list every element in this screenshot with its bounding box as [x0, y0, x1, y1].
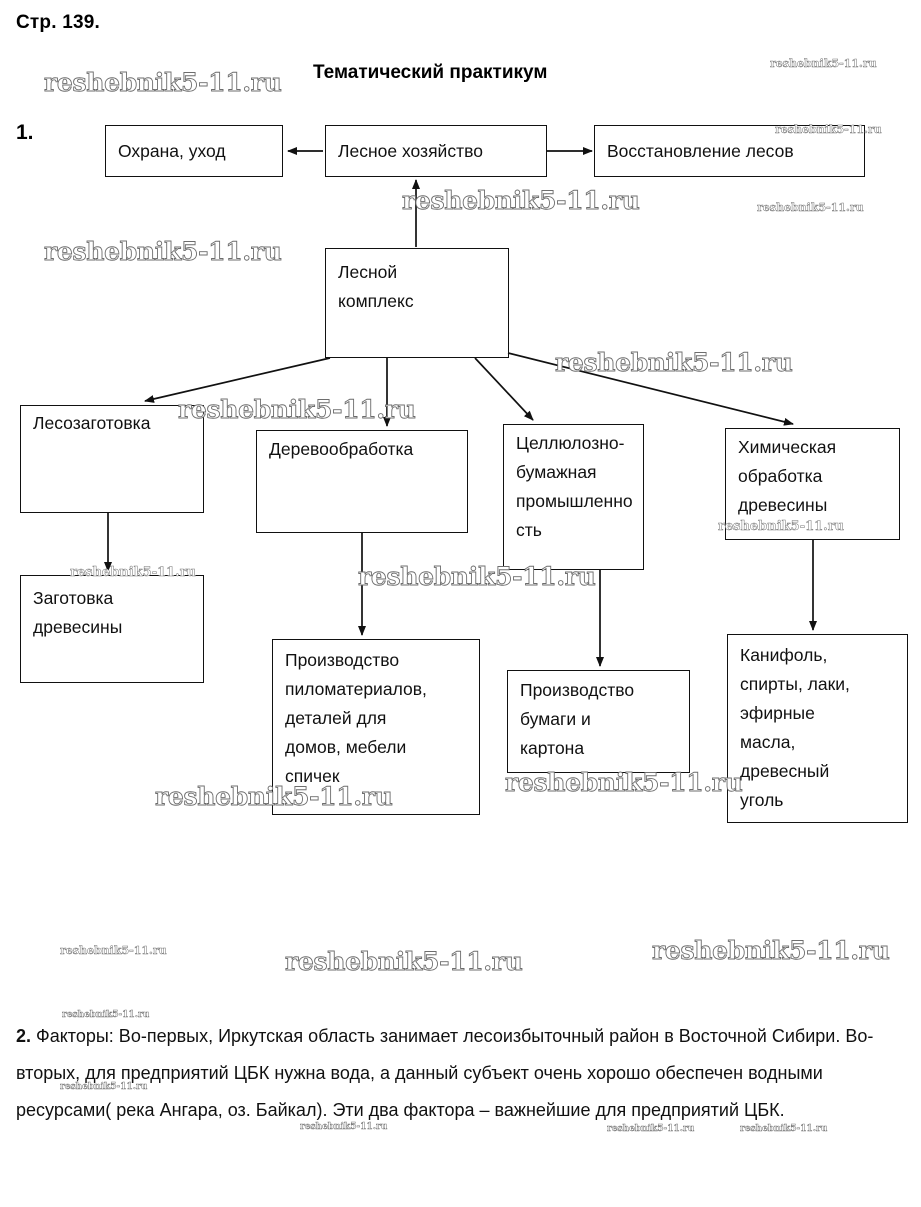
box-label: Лесозаготовка [33, 413, 151, 433]
box-lesnoe-hozyaystvo: Лесное хозяйство [325, 125, 547, 177]
box-derevoobrabotka: Деревообработка [256, 430, 468, 533]
box-label: Лесное хозяйство [338, 140, 483, 161]
watermark: reshebnik5-11.ru [60, 944, 167, 958]
watermark: reshebnik5-11.ru [44, 237, 283, 267]
task-1-number: 1. [16, 121, 34, 144]
watermark: reshebnik5-11.ru [285, 947, 524, 977]
watermark: reshebnik5-11.ru [757, 201, 864, 215]
box-vosstanovlenie-lesov: Восстановление лесов [594, 125, 865, 177]
watermark: reshebnik5-11.ru [555, 348, 794, 378]
task-2-text: Факторы: Во-первых, Иркутская область за… [16, 1026, 874, 1120]
watermark: reshebnik5-11.ru [402, 186, 641, 216]
page-title: Тематический практикум [313, 62, 548, 83]
watermark: reshebnik5-11.ru [652, 936, 891, 966]
watermark: reshebnik5-11.ru [44, 68, 283, 98]
box-label: Деревообработка [269, 439, 414, 459]
box-label: Охрана, уход [118, 140, 226, 161]
watermark: reshebnik5-11.ru [178, 395, 417, 425]
box-lesozagotovka: Лесозаготовка [20, 405, 204, 513]
page-label: Стр. 139. [16, 12, 100, 33]
task-2-answer: 2. Факторы: Во-первых, Иркутская область… [16, 1018, 906, 1129]
box-label: Восстановление лесов [607, 140, 794, 161]
task-2-number: 2. [16, 1026, 32, 1046]
watermark: reshebnik5-11.ru [770, 57, 877, 71]
box-ohrana-uhod: Охрана, уход [105, 125, 283, 177]
